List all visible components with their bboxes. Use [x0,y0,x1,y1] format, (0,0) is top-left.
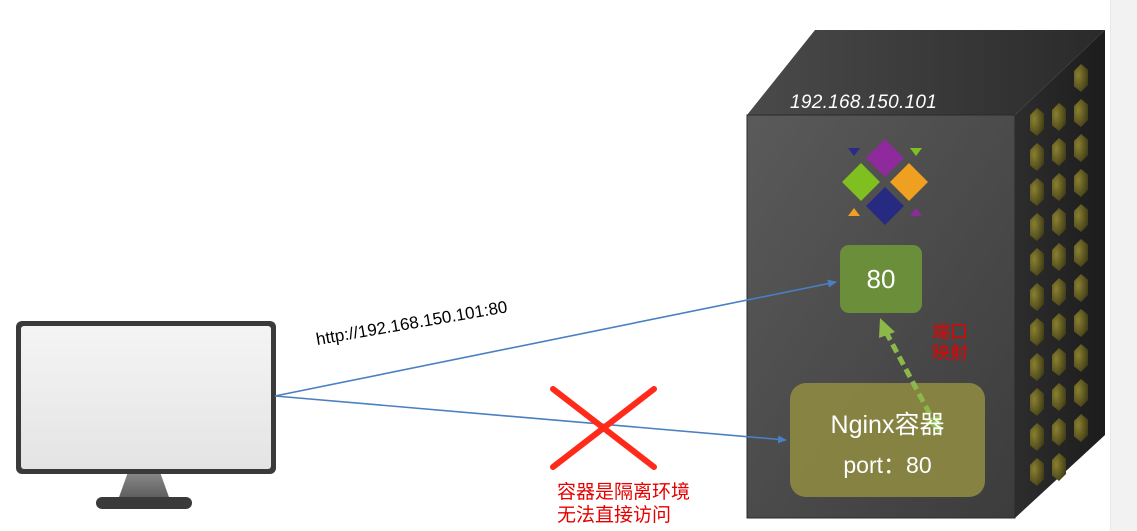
server-top-face [747,30,1105,115]
vent-hole [1074,309,1088,337]
vent-hole [1052,243,1066,271]
vent-hole [1074,204,1088,232]
container-name-label: Nginx容器 [830,411,945,439]
monitor-base [96,497,192,509]
vent-hole [1030,283,1044,311]
port-mapping-label: 端口映射 [932,322,968,363]
vent-hole [1030,388,1044,416]
vent-hole [1074,239,1088,267]
vent-hole [1052,313,1066,341]
isolation-note-line2: 无法直接访问 [557,505,672,526]
vent-hole [1052,383,1066,411]
request-arrow-to-host-port [274,279,837,397]
vent-hole [1052,208,1066,236]
isolation-note: 容器是隔离环境 无法直接访问 [557,481,690,527]
vent-hole [1074,344,1088,372]
vent-hole [1030,248,1044,276]
vent-hole [1030,353,1044,381]
isolation-note-line1: 容器是隔离环境 [557,482,691,503]
vent-hole [1052,453,1066,481]
vent-hole [1074,274,1088,302]
vent-hole [1074,99,1088,127]
blocked-cross-icon [550,386,657,470]
vent-hole [1030,423,1044,451]
vent-hole [1052,348,1066,376]
vent-hole [1030,178,1044,206]
monitor-stand [118,472,170,500]
vent-hole [1074,379,1088,407]
server-vent-grill [1030,64,1088,486]
request-arrow-to-container [274,395,787,444]
vent-hole [1074,64,1088,92]
four-diamond-logo-icon [842,139,928,225]
vent-hole [1052,173,1066,201]
vent-hole [1030,108,1044,136]
vent-hole [1030,458,1044,486]
server-ip-label: 192.168.150.101 [790,92,938,113]
host-port-box [840,245,922,313]
vent-hole [1074,169,1088,197]
vent-hole [1052,138,1066,166]
vent-hole [1074,134,1088,162]
client-monitor [16,321,276,509]
host-port-label: 80 [866,264,896,294]
vent-hole [1052,278,1066,306]
vent-hole [1030,318,1044,346]
vent-hole [1030,213,1044,241]
vent-hole [1074,414,1088,442]
vent-hole [1052,103,1066,131]
container-port-label: port：80 [843,452,932,478]
monitor-screen [21,326,271,469]
vent-hole [1030,143,1044,171]
container-box [790,383,985,497]
port-mapping-arrow [879,318,941,434]
vent-hole [1052,418,1066,446]
scrollbar-track[interactable] [1110,0,1137,531]
